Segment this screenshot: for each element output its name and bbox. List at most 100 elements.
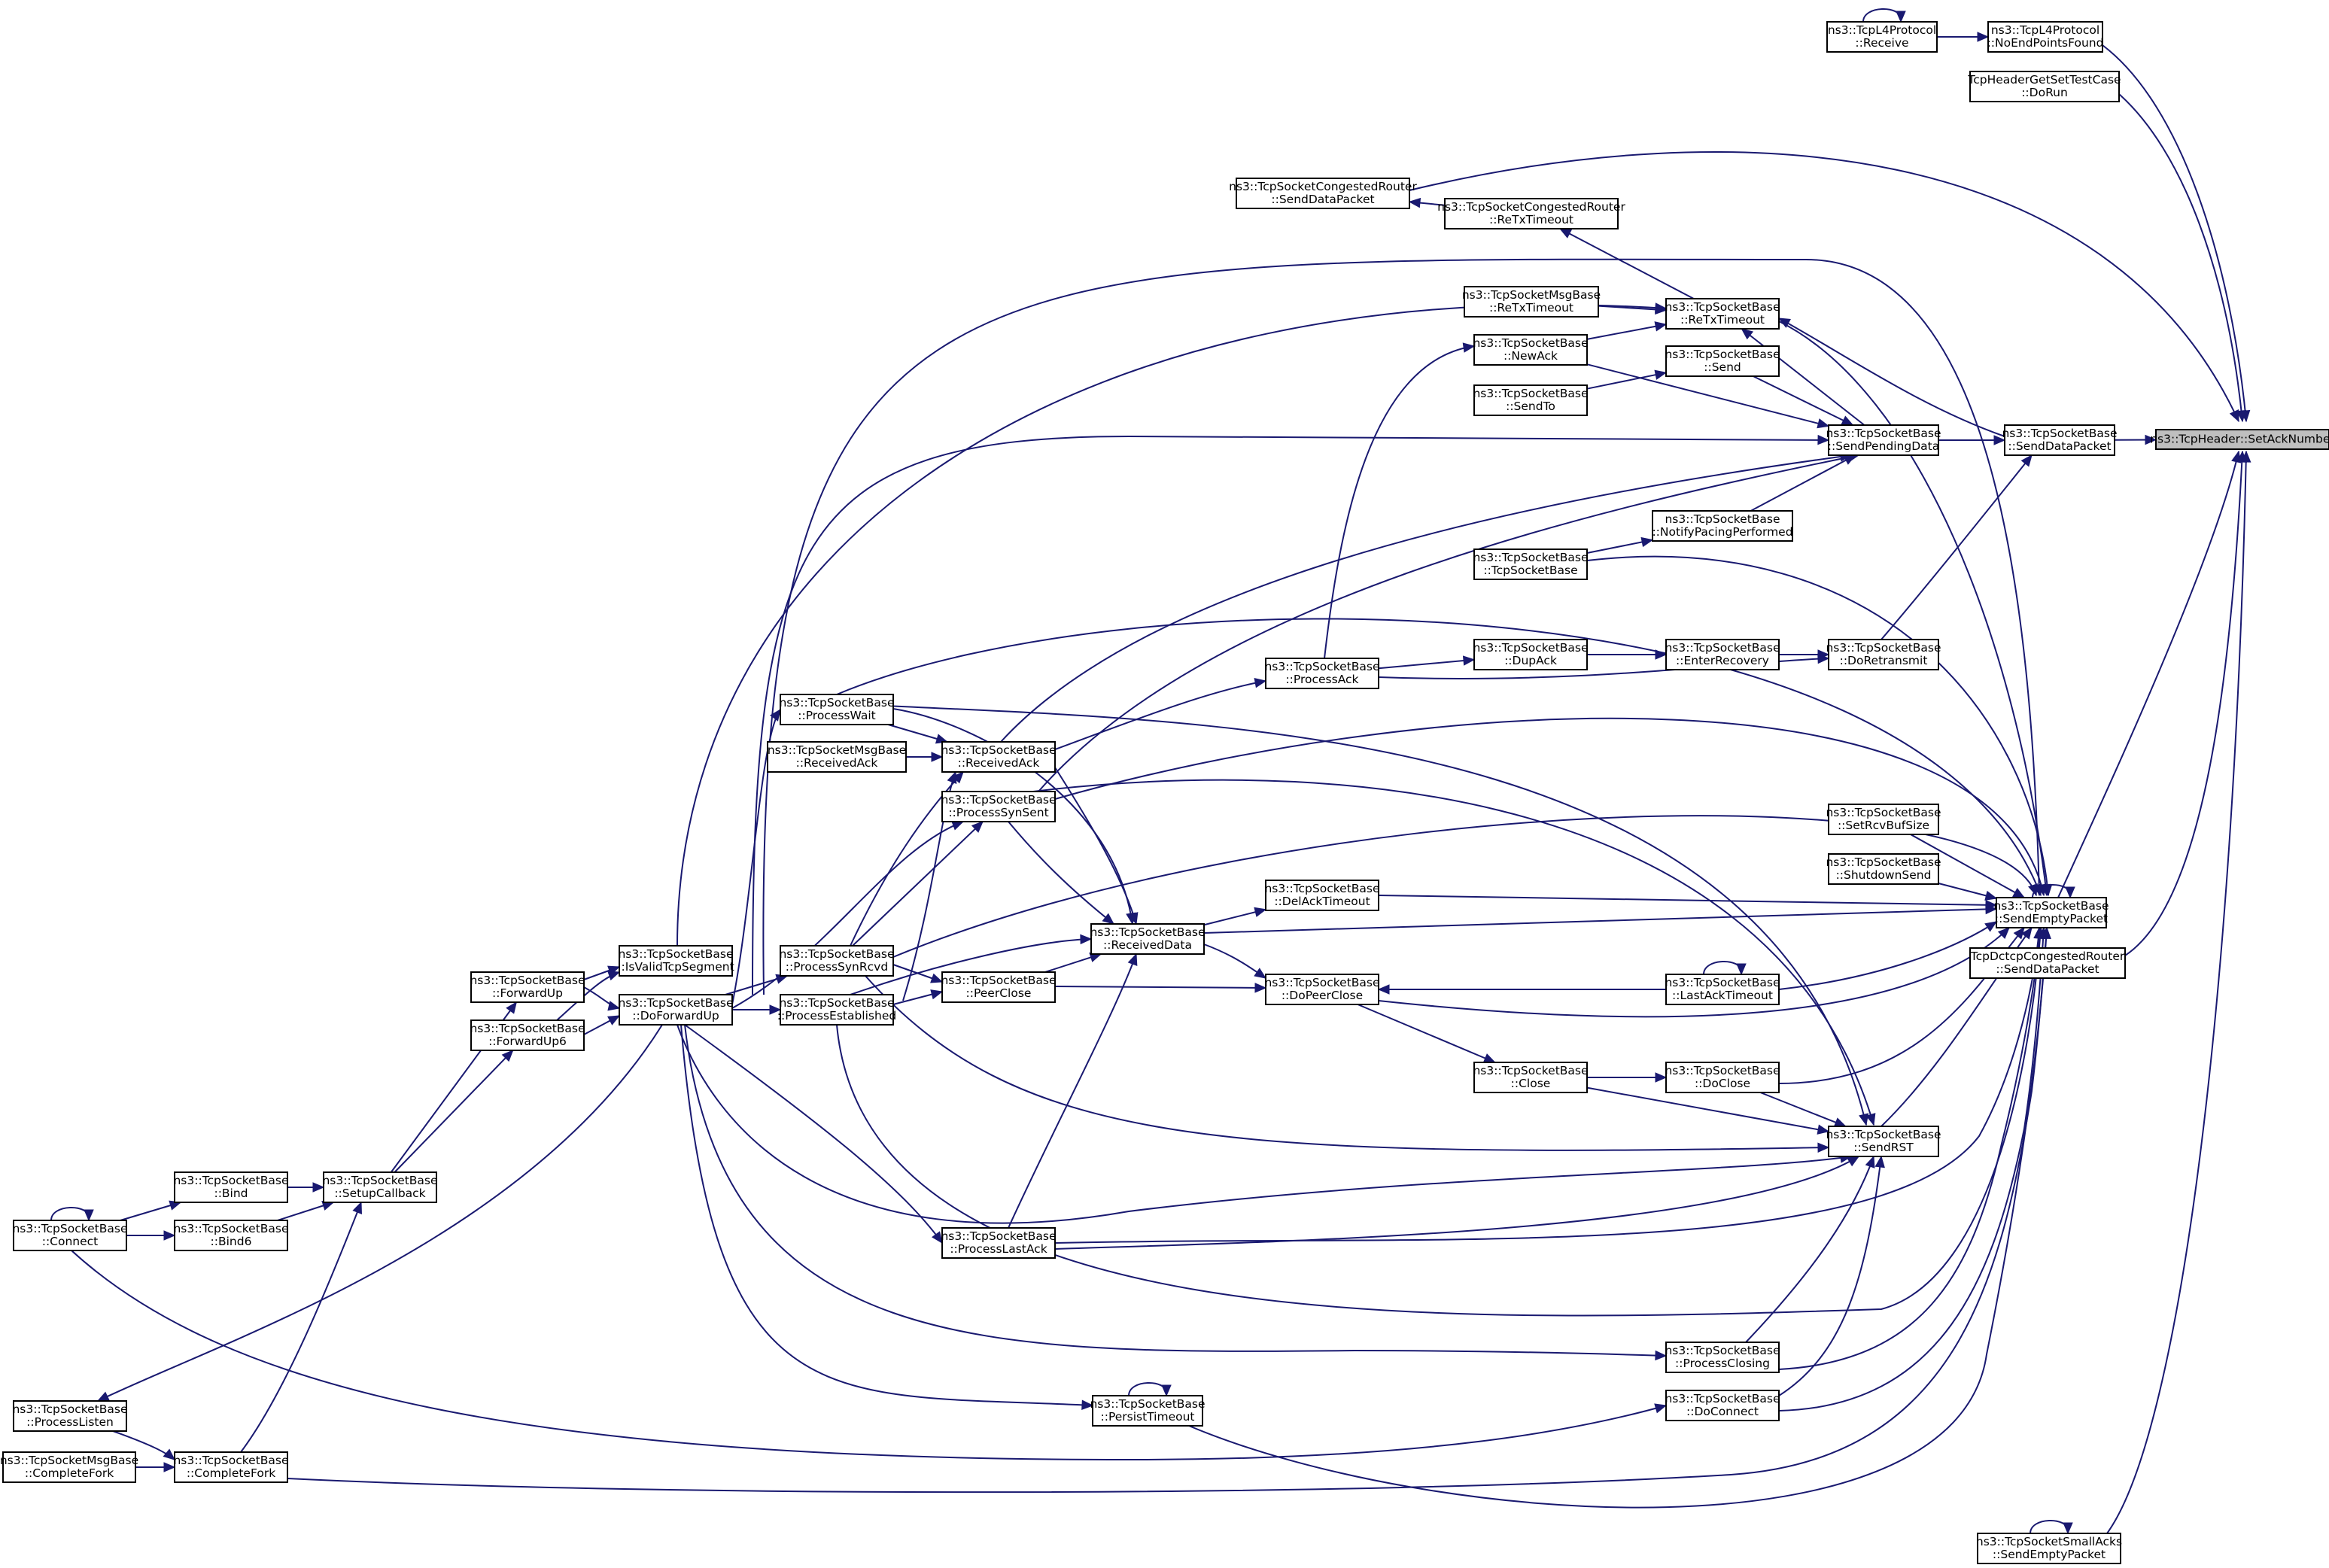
node-doretx[interactable]: ns3::TcpSocketBase::DoRetransmit	[1826, 639, 1941, 670]
node-processclosing[interactable]: ns3::TcpSocketBase::ProcessClosing	[1665, 1342, 1780, 1373]
node-label-line: ::PeerClose	[966, 986, 1032, 1000]
node-dupack[interactable]: ns3::TcpSocketBase::DupAck	[1473, 639, 1589, 670]
node-retx[interactable]: ns3::TcpSocketBase::ReTxTimeout	[1665, 298, 1780, 330]
edge-arrow-connect-to-connect	[84, 1209, 94, 1222]
node-isvalid[interactable]: ns3::TcpSocketBase::IsValidTcpSegment	[617, 945, 734, 977]
edge-synrcvd-to-sendempty	[892, 815, 2037, 958]
node-completefork[interactable]: ns3::TcpSocketBase::CompleteFork	[173, 1451, 289, 1483]
edge-arrow-completefork-to-setupcb	[352, 1201, 362, 1214]
node-established[interactable]: ns3::TcpSocketBase::ProcessEstablished	[777, 994, 896, 1026]
edge-synsent-to-recvdata	[1008, 821, 1114, 925]
node-box	[1969, 71, 2120, 102]
node-bind[interactable]: ns3::TcpSocketBase::Bind	[173, 1171, 289, 1203]
node-send[interactable]: ns3::TcpSocketBase::Send	[1665, 345, 1780, 377]
node-sendpending[interactable]: ns3::TcpSocketBase::SendPendingData	[1826, 424, 1941, 456]
nodes-layer: ns3::TcpHeader::SetAckNumber ns3::TcpL4Pr…	[0, 21, 2329, 1564]
node-setrcvbuf[interactable]: ns3::TcpSocketBase::SetRcvBufSize	[1826, 804, 1941, 835]
node-label-line: ns3::TcpSocketBase	[1826, 806, 1941, 819]
edge-doclose-to-sendrst	[1759, 1092, 1847, 1127]
node-msg_retx[interactable]: ns3::TcpSocketMsgBase::ReTxTimeout	[1462, 286, 1601, 318]
edge-senddata-to-retx	[1778, 318, 2005, 437]
edge-arrow-processack-to-dupack	[1462, 655, 1476, 666]
node-tcpl4_receive[interactable]: ns3::TcpL4Protocol::Receive	[1826, 21, 1938, 53]
node-peerclose[interactable]: ns3::TcpSocketBase::PeerClose	[941, 971, 1057, 1003]
node-msg_completefork[interactable]: ns3::TcpSocketMsgBase::CompleteFork	[0, 1451, 138, 1483]
node-shutdownsend[interactable]: ns3::TcpSocketBase::ShutdownSend	[1826, 853, 1941, 885]
node-box	[1665, 1062, 1780, 1093]
node-label-line: ns3::TcpSocketBase	[779, 947, 894, 961]
node-bind6[interactable]: ns3::TcpSocketBase::Bind6	[173, 1220, 289, 1251]
node-label-line: ::DoRun	[2021, 86, 2068, 99]
node-setupcb[interactable]: ns3::TcpSocketBase::SetupCallback	[322, 1171, 438, 1203]
node-sendempty[interactable]: ns3::TcpSocketBase::SendEmptyPacket	[1993, 897, 2109, 928]
edge-synsent-to-sendrst	[978, 779, 1874, 1126]
node-doconnect[interactable]: ns3::TcpSocketBase::DoConnect	[1665, 1390, 1780, 1421]
edge-lastacktimeout-to-lastacktimeout	[1703, 961, 1742, 975]
edge-doforwardup-to-persist	[680, 1024, 1093, 1406]
node-dctcp_senddata[interactable]: TcpDctcpCongestedRouter::SendDataPacket	[1969, 947, 2126, 979]
node-newack[interactable]: ns3::TcpSocketBase::NewAck	[1473, 334, 1589, 366]
edge-arrow-dopeerclose-to-close	[1482, 1053, 1496, 1063]
node-msg_recvack[interactable]: ns3::TcpSocketMsgBase::ReceivedAck	[767, 741, 907, 773]
node-box	[1665, 1390, 1780, 1421]
node-synrcvd[interactable]: ns3::TcpSocketBase::ProcessSynRcvd	[779, 945, 895, 977]
node-box	[767, 741, 907, 773]
edge-arrow-doclose-to-sendrst	[1833, 1117, 1847, 1127]
node-forwardup[interactable]: ns3::TcpSocketBase::ForwardUp	[470, 971, 585, 1003]
edge-arrow-doforwardup-to-synsent	[951, 820, 965, 831]
edge-dopeerclose-to-sendempty	[1378, 927, 2010, 1018]
node-close[interactable]: ns3::TcpSocketBase::Close	[1473, 1062, 1589, 1093]
node-sendrst[interactable]: ns3::TcpSocketBase::SendRST	[1826, 1126, 1941, 1157]
edge-arrow-recvdata-to-sendempty	[1985, 904, 1998, 915]
node-processlastack[interactable]: ns3::TcpSocketBase::ProcessLastAck	[941, 1227, 1057, 1259]
node-root[interactable]: ns3::TcpHeader::SetAckNumber	[2150, 429, 2329, 450]
edge-setupcb-to-forwardup6	[394, 1050, 514, 1173]
edge-arrow-established-to-recvack	[947, 770, 957, 784]
edge-newack-to-retx	[1586, 324, 1667, 340]
node-label-line: ::ProcessSynRcvd	[786, 960, 888, 974]
node-recvdata[interactable]: ns3::TcpSocketBase::ReceivedData	[1090, 923, 1206, 955]
edge-arrow-synrcvd-to-sendrst	[1817, 1142, 1830, 1153]
node-processack[interactable]: ns3::TcpSocketBase::ProcessAck	[1264, 658, 1380, 689]
edge-completefork-to-sendempty	[287, 927, 2048, 1494]
node-processlisten[interactable]: ns3::TcpSocketBase::ProcessListen	[12, 1400, 128, 1432]
node-label-line: ns3::TcpSocketCongestedRouter	[1437, 200, 1625, 214]
edge-processlastack-to-recvdata	[1008, 953, 1137, 1229]
node-label-line: ns3::TcpSocketBase	[1665, 512, 1780, 526]
node-connect[interactable]: ns3::TcpSocketBase::Connect	[12, 1220, 128, 1251]
node-hdr_test[interactable]: TcpHeaderGetSetTestCase::DoRun	[1967, 71, 2121, 102]
edge-arrow-ctor-to-notifypacing	[1640, 536, 1654, 548]
node-doclose[interactable]: ns3::TcpSocketBase::DoClose	[1665, 1062, 1780, 1093]
edge-tcpl4_noend-to-root	[2102, 44, 2247, 422]
node-persist[interactable]: ns3::TcpSocketBase::PersistTimeout	[1090, 1395, 1206, 1427]
node-senddata[interactable]: ns3::TcpSocketBase::SendDataPacket	[2002, 424, 2118, 456]
node-label-line: ::Receive	[1855, 36, 1908, 50]
node-sendto[interactable]: ns3::TcpSocketBase::SendTo	[1473, 384, 1589, 416]
node-label-line: ::CompleteFork	[25, 1466, 114, 1480]
edge-isvalid-to-retx	[677, 304, 1667, 947]
node-label-line: ns3::TcpSocketBase	[1665, 1392, 1780, 1405]
edge-arrow-doforwardup-to-established	[769, 1004, 782, 1015]
node-recvack[interactable]: ns3::TcpSocketBase::ReceivedAck	[941, 741, 1057, 773]
node-delacktimeout[interactable]: ns3::TcpSocketBase::DelAckTimeout	[1264, 880, 1380, 911]
node-box	[780, 994, 894, 1026]
edge-sendpending-to-retx	[1741, 328, 1865, 426]
node-ctor[interactable]: ns3::TcpSocketBase::TcpSocketBase	[1473, 548, 1589, 580]
node-box	[1464, 286, 1599, 318]
node-lastacktimeout[interactable]: ns3::TcpSocketBase::LastAckTimeout	[1665, 974, 1780, 1005]
node-cong_retx[interactable]: ns3::TcpSocketCongestedRouter::ReTxTimeo…	[1437, 198, 1625, 229]
node-forwardup6[interactable]: ns3::TcpSocketBase::ForwardUp6	[470, 1020, 585, 1051]
node-smallacks[interactable]: ns3::TcpSocketSmallAcks::SendEmptyPacket	[1976, 1533, 2122, 1564]
node-enterrec[interactable]: ns3::TcpSocketBase::EnterRecovery	[1665, 639, 1780, 670]
node-dopeerclose[interactable]: ns3::TcpSocketBase::DoPeerClose	[1264, 974, 1380, 1005]
edge-synrcvd-to-recvack	[850, 771, 964, 947]
node-processwait[interactable]: ns3::TcpSocketBase::ProcessWait	[779, 694, 895, 725]
node-doforwardup[interactable]: ns3::TcpSocketBase::DoForwardUp	[618, 994, 734, 1026]
edge-arrow-lastacktimeout-to-sendempty	[1984, 921, 1998, 932]
node-notifypacing[interactable]: ns3::TcpSocketBase::NotifyPacingPerforme…	[1652, 510, 1793, 542]
node-tcpl4_noend[interactable]: ns3::TcpL4Protocol::NoEndPointsFound	[1987, 21, 2104, 53]
edge-processwait-to-recvdata	[892, 708, 1133, 925]
node-cong_senddata[interactable]: ns3::TcpSocketCongestedRouter::SendDataP…	[1229, 178, 1417, 209]
node-synsent[interactable]: ns3::TcpSocketBase::ProcessSynSent	[941, 791, 1057, 822]
node-label-line: ns3::TcpSocketMsgBase	[1462, 288, 1601, 302]
